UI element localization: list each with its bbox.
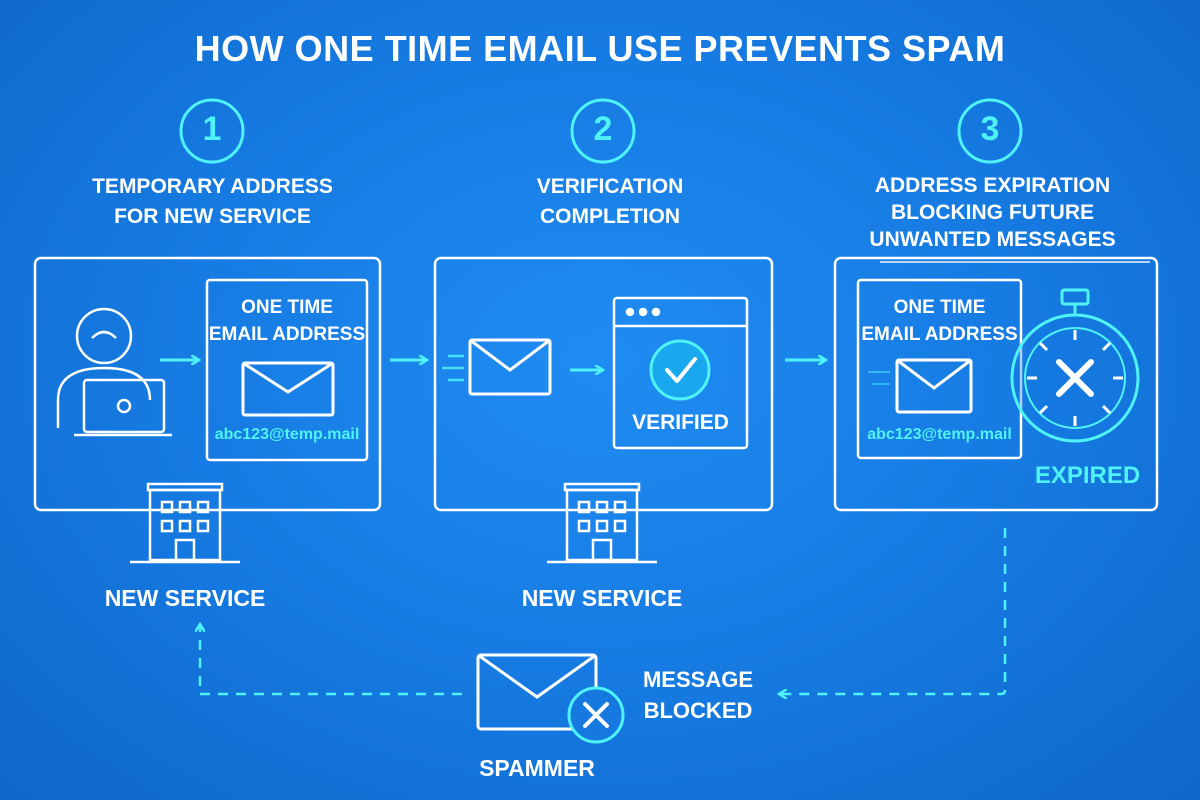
x-icon	[1056, 359, 1094, 397]
step-1-circle	[179, 98, 245, 164]
step-2-circle	[570, 98, 636, 164]
email-card-3	[856, 278, 1023, 460]
envelope-icon	[241, 361, 335, 417]
step-2-label: VERIFICATION COMPLETION	[536, 175, 684, 228]
building-icon	[130, 482, 240, 564]
email-card-1-title: ONE TIME EMAIL ADDRESS	[208, 297, 366, 345]
email-card-3-title: ONE TIME EMAIL ADDRESS	[861, 297, 1018, 345]
step-3-circle	[957, 98, 1023, 164]
checkmark-icon	[649, 339, 711, 401]
spammer-label: SPAMMER	[479, 755, 595, 781]
step-3-label: ADDRESS EXPIRATION BLOCKING FUTURE UNWAN…	[869, 174, 1116, 251]
expired-label: EXPIRED	[1034, 462, 1141, 489]
step-3-number: 3	[980, 110, 1000, 148]
envelope-icon	[895, 358, 973, 414]
service-2-label: NEW SERVICE	[521, 585, 683, 611]
email-card-3-address: abc123@temp.mail	[867, 426, 1012, 443]
step-2-number: 2	[593, 110, 613, 148]
verified-label: VERIFIED	[632, 411, 729, 434]
message-blocked-label: MESSAGE BLOCKED	[642, 667, 754, 723]
panel-3-box	[833, 256, 1159, 512]
speed-lines	[442, 354, 464, 382]
step-1-label: TEMPORARY ADDRESS FOR NEW SERVICE	[92, 175, 333, 228]
step-1-number: 1	[202, 110, 222, 148]
panel-2-box	[433, 256, 774, 512]
stopwatch-icon	[1010, 288, 1140, 443]
dashed-path-right	[780, 528, 1007, 694]
x-icon	[567, 686, 625, 744]
envelope-icon	[468, 338, 552, 396]
email-card-1-address: abc123@temp.mail	[214, 426, 360, 443]
page-title: HOW ONE TIME EMAIL USE PREVENTS SPAM	[194, 28, 1006, 69]
email-card-1	[205, 278, 369, 462]
building-icon	[547, 482, 657, 564]
dashed-path-left	[200, 625, 462, 696]
service-1-label: NEW SERVICE	[104, 585, 266, 611]
user-laptop-icon	[56, 307, 172, 437]
browser-window-icon	[612, 296, 749, 450]
